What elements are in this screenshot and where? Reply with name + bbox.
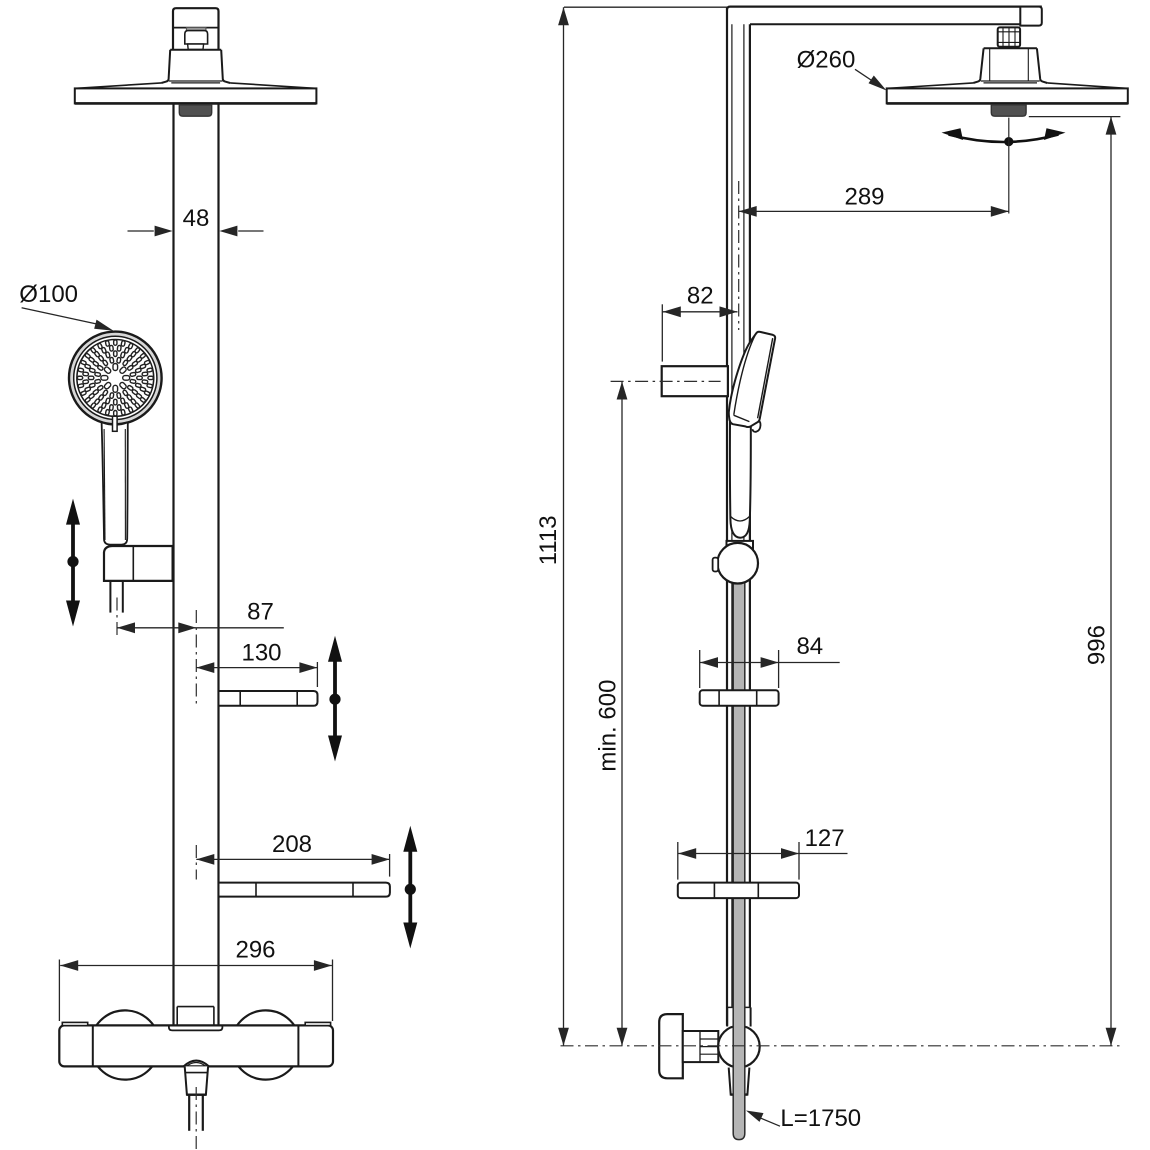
svg-text:Ø260: Ø260 bbox=[797, 46, 856, 73]
svg-text:127: 127 bbox=[805, 825, 845, 852]
svg-text:130: 130 bbox=[241, 639, 281, 666]
svg-text:296: 296 bbox=[235, 937, 275, 964]
svg-text:48: 48 bbox=[183, 205, 210, 232]
svg-text:996: 996 bbox=[1084, 625, 1111, 665]
svg-text:289: 289 bbox=[844, 183, 884, 210]
svg-text:82: 82 bbox=[687, 282, 714, 309]
svg-text:87: 87 bbox=[247, 598, 274, 625]
svg-text:208: 208 bbox=[272, 831, 312, 858]
svg-text:1113: 1113 bbox=[535, 515, 562, 565]
svg-text:L=1750: L=1750 bbox=[780, 1105, 861, 1132]
svg-text:Ø100: Ø100 bbox=[19, 281, 78, 308]
svg-text:min. 600: min. 600 bbox=[595, 680, 622, 772]
svg-text:84: 84 bbox=[796, 633, 823, 660]
